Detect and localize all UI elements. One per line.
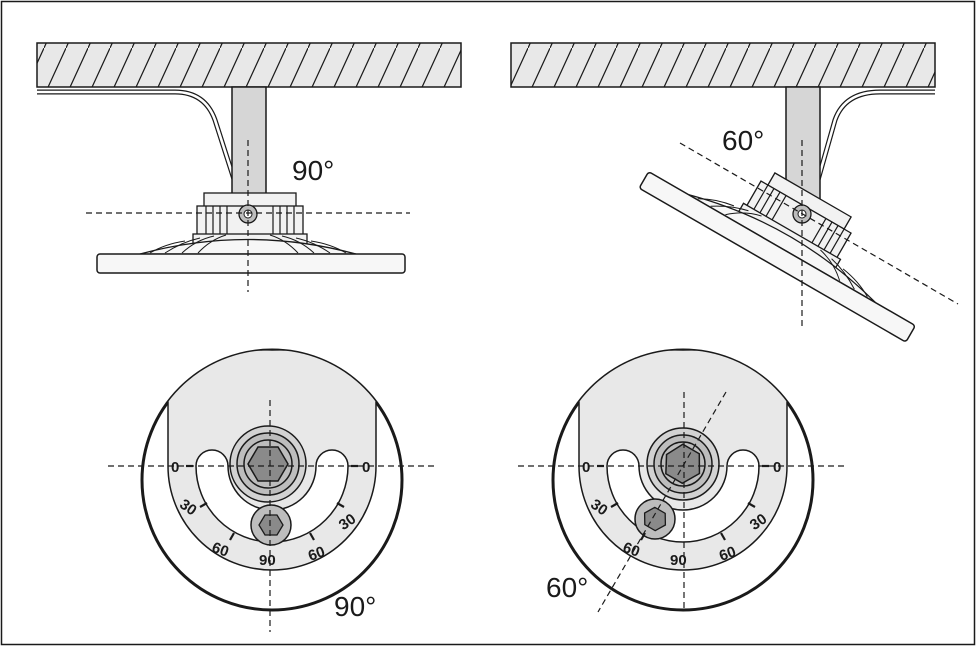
angle-label-bottom-left: 90° — [334, 591, 376, 622]
top-left-fixture: 90° — [36, 42, 462, 292]
cable-right — [815, 89, 935, 181]
svg-text:90: 90 — [670, 552, 687, 569]
ceiling-right — [510, 42, 936, 88]
top-right-fixture: 60° — [510, 42, 959, 342]
bottom-right-dial: 0 0 30 30 60 60 90 60° — [518, 348, 845, 613]
svg-text:60: 60 — [210, 539, 231, 561]
svg-text:30: 30 — [176, 496, 199, 519]
bottom-left-dial: 0 0 30 30 60 60 90 90° — [108, 348, 434, 632]
svg-text:0: 0 — [773, 459, 781, 476]
svg-text:60: 60 — [621, 539, 642, 561]
angle-label-bottom-right: 60° — [546, 572, 588, 603]
svg-text:30: 30 — [336, 510, 359, 533]
angle-label-top-left: 90° — [292, 155, 334, 186]
angle-label-top-right: 60° — [722, 125, 764, 156]
svg-text:30: 30 — [587, 496, 610, 519]
hex-bolt-right — [665, 443, 701, 485]
svg-text:90: 90 — [259, 552, 276, 569]
svg-text:0: 0 — [362, 459, 370, 476]
svg-text:0: 0 — [582, 459, 590, 476]
svg-text:30: 30 — [747, 510, 770, 533]
svg-text:60: 60 — [306, 543, 327, 565]
hex-bolt-left — [247, 446, 289, 482]
svg-text:0: 0 — [171, 459, 179, 476]
lens-left — [96, 253, 406, 274]
svg-text:60: 60 — [717, 543, 738, 565]
ceiling-left — [36, 42, 462, 88]
